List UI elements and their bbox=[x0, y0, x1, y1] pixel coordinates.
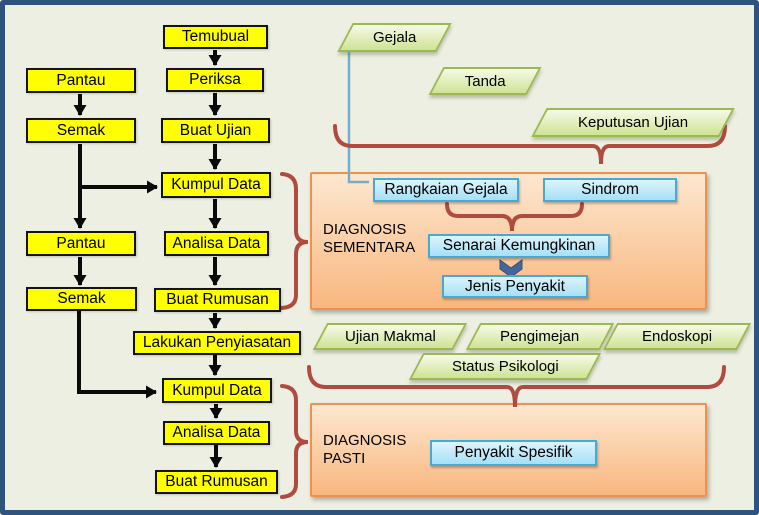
result-sindrom: Sindrom bbox=[543, 178, 677, 202]
flow-step-buat-rumusan-2: Buat Rumusan bbox=[155, 470, 278, 494]
result-senarai-kemungkinan: Senarai Kemungkinan bbox=[428, 234, 610, 258]
node-layer: Temubual Periksa Buat Ujian Kumpul Data … bbox=[5, 5, 754, 510]
input-endoskopi-label: Endoskopi bbox=[641, 328, 713, 345]
flow-step-pantau-1: Pantau bbox=[26, 68, 136, 93]
flow-step-buat-rumusan-1: Buat Rumusan bbox=[154, 288, 281, 312]
flow-step-semak-1: Semak bbox=[26, 118, 136, 143]
input-ujian-makmal-label: Ujian Makmal bbox=[344, 328, 436, 345]
result-penyakit-spesifik: Penyakit Spesifik bbox=[430, 440, 597, 466]
section-title-diagnosis-pasti: DIAGNOSIS PASTI bbox=[323, 432, 407, 467]
input-tanda-label: Tanda bbox=[464, 72, 506, 90]
input-tanda: Tanda bbox=[428, 67, 542, 95]
input-gejala: Gejala bbox=[337, 23, 452, 52]
flow-step-lakukan-penyiasatan: Lakukan Penyiasatan bbox=[133, 331, 301, 355]
input-status-psikologi-label: Status Psikologi bbox=[451, 358, 559, 375]
flow-step-buat-ujian: Buat Ujian bbox=[161, 118, 270, 143]
result-rangkaian-gejala: Rangkaian Gejala bbox=[373, 178, 519, 202]
flow-step-analisa-data-2: Analisa Data bbox=[163, 421, 270, 445]
flow-step-temubual: Temubual bbox=[163, 25, 268, 49]
input-ujian-makmal: Ujian Makmal bbox=[312, 323, 468, 350]
input-pengimejan-label: Pengimejan bbox=[500, 328, 580, 345]
input-pengimejan: Pengimejan bbox=[465, 323, 615, 350]
input-keputusan-ujian-label: Keputusan Ujian bbox=[577, 114, 689, 131]
flow-step-kumpul-data-2: Kumpul Data bbox=[162, 378, 272, 403]
flow-step-analisa-data-1: Analisa Data bbox=[164, 231, 269, 256]
result-jenis-penyakit: Jenis Penyakit bbox=[442, 275, 588, 298]
flow-step-kumpul-data-1: Kumpul Data bbox=[161, 172, 271, 198]
input-keputusan-ujian: Keputusan Ujian bbox=[531, 108, 735, 137]
flow-step-pantau-2: Pantau bbox=[26, 231, 136, 256]
input-status-psikologi: Status Psikologi bbox=[408, 353, 602, 380]
flow-step-periksa: Periksa bbox=[166, 68, 264, 92]
flow-step-semak-2: Semak bbox=[26, 287, 137, 311]
section-title-diagnosis-sementara: DIAGNOSIS SEMENTARA bbox=[323, 221, 416, 256]
input-endoskopi: Endoskopi bbox=[602, 323, 752, 350]
input-gejala-label: Gejala bbox=[372, 29, 417, 46]
